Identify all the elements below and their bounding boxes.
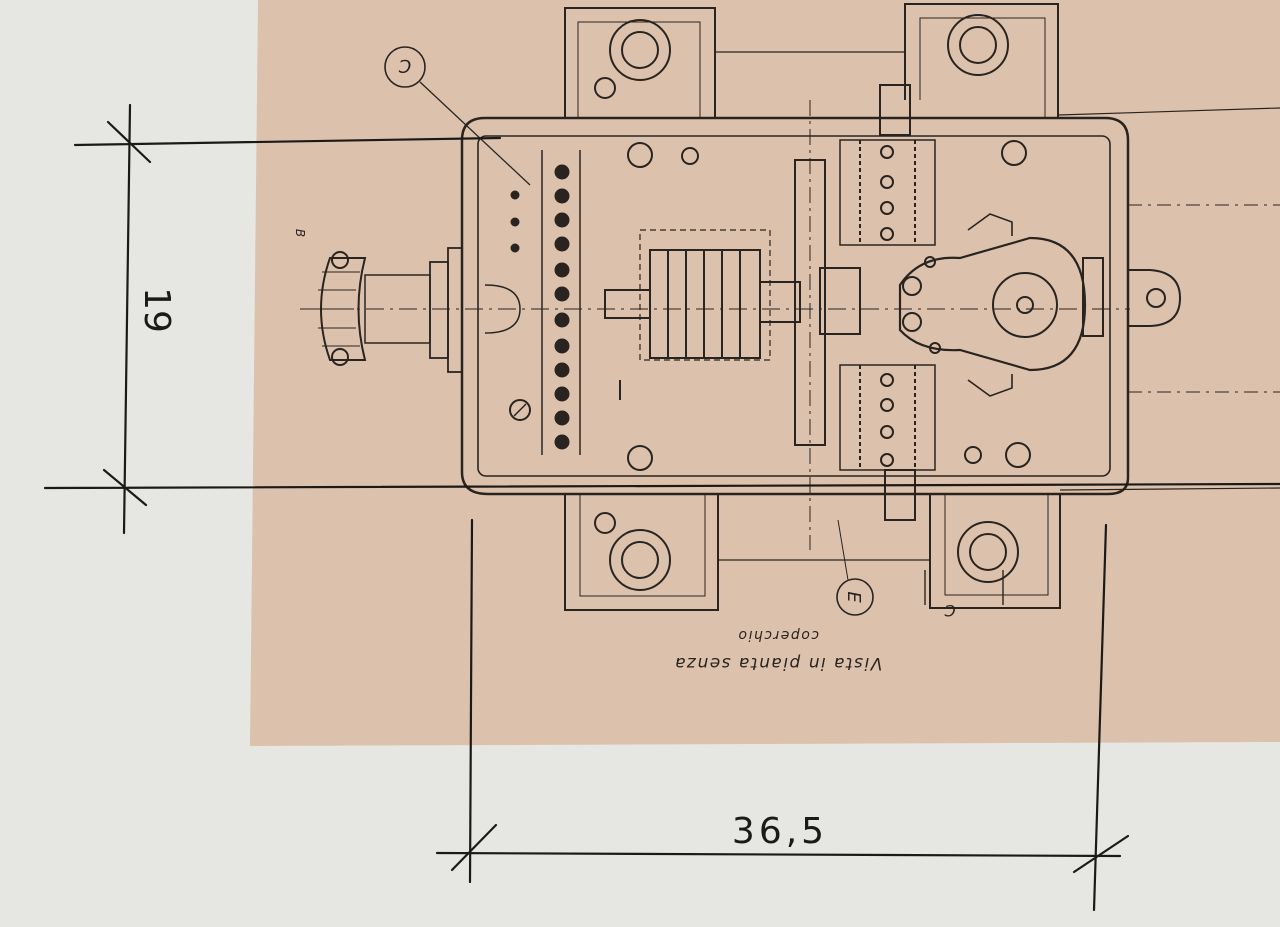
- extension-line-bottom: [43, 482, 1280, 490]
- dimension-width: [435, 518, 1130, 912]
- switch-block-lower: [839, 364, 936, 521]
- enclosure-outline: [460, 116, 1130, 496]
- mounting-lug-bottom-right: [929, 494, 1061, 609]
- callout-e-bubble: [836, 578, 874, 616]
- enclosure-inner: [477, 135, 1111, 477]
- print-background: [250, 0, 1280, 746]
- cam-assembly: [604, 100, 861, 550]
- cable-gland: [316, 247, 521, 373]
- caption-line1: Vista in pianta senza: [674, 653, 883, 673]
- terminal-strip: [541, 150, 581, 455]
- callout-e-label: E: [843, 591, 864, 603]
- extension-line-top: [73, 136, 502, 147]
- dimension-line-horizontal: [435, 851, 1122, 858]
- dimension-height: [43, 103, 1280, 535]
- mounting-lug-top-left: [564, 7, 716, 118]
- lever-arm: [898, 213, 1104, 397]
- extension-line-left: [468, 518, 474, 884]
- tick-left: [450, 823, 498, 872]
- terminal-screws: [510, 164, 570, 450]
- enclosure-plan: [300, 3, 1280, 616]
- tick-right: [1072, 834, 1130, 874]
- callout-c-label: C: [398, 55, 411, 76]
- side-ear: [1128, 269, 1182, 327]
- callout-c-bubble: [384, 46, 426, 88]
- dimension-height-value: 19: [136, 287, 177, 333]
- mounting-lug-bottom-left: [564, 494, 719, 611]
- tick-top: [106, 120, 152, 164]
- switch-block-upper: [839, 84, 936, 246]
- section-mark-label: C: [944, 601, 956, 620]
- dimension-line-vertical: [122, 103, 132, 535]
- tick-bottom: [102, 468, 148, 507]
- extension-line-right: [1092, 523, 1108, 912]
- dimension-width-value: 36,5: [732, 811, 828, 852]
- caption-line2: coperchio: [737, 627, 819, 643]
- side-mark-label: B: [293, 229, 307, 237]
